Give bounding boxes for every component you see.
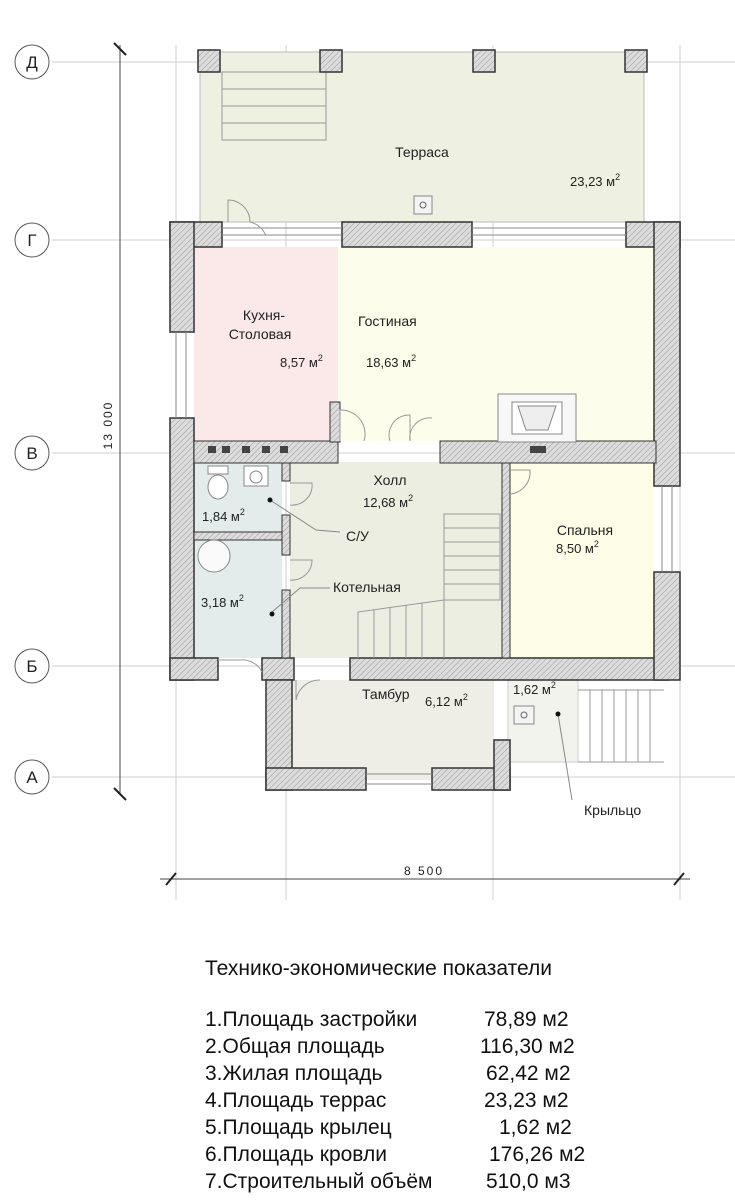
horizontal-dimension: 8 500 xyxy=(160,864,690,886)
boiler-callout: Котельная xyxy=(333,579,401,595)
vertical-dimension: 13 000 xyxy=(101,42,127,801)
kitchen-area: 8,57 м2 xyxy=(280,353,323,370)
bedroom-label: Спальня xyxy=(557,522,613,538)
vestibule-labels: Тамбур 6,12 м2 xyxy=(362,686,468,709)
indicator-value: 176,26 м2 xyxy=(489,1143,586,1166)
svg-text:Г: Г xyxy=(27,231,36,250)
bedroom-labels: Спальня 8,50 м2 xyxy=(556,522,613,556)
svg-text:8 500: 8 500 xyxy=(404,864,444,878)
ventilation-ducts xyxy=(208,446,546,453)
terrace-stairs xyxy=(221,71,327,141)
hall-area: 12,68 м2 xyxy=(363,493,413,510)
svg-text:Д: Д xyxy=(26,53,38,72)
indicator-value: 116,30 м2 xyxy=(480,1035,575,1058)
terrace-label: Терраса xyxy=(395,144,449,160)
indicator-value: 23,23 м2 xyxy=(484,1089,569,1112)
row-axis-markers: Д Г В Б А xyxy=(14,44,50,795)
indicator-value: 62,42 м2 xyxy=(486,1062,571,1085)
floor-plan: Д Г В Б А 1 2 3 xyxy=(14,42,735,900)
hall-stairs xyxy=(357,513,501,658)
kitchen-label-line2: Столовая xyxy=(229,326,292,342)
bedroom-floor xyxy=(510,462,654,658)
axis-marker-g: Г xyxy=(14,222,50,258)
terrace-labels: Терраса 23,23 м2 xyxy=(395,144,620,189)
svg-text:Б: Б xyxy=(26,657,37,676)
indicator-label: 4.Площадь террас xyxy=(205,1089,387,1112)
kitchen-labels: Кухня- Столовая 8,57 м2 xyxy=(229,307,323,370)
indicators-title: Технико-экономические показатели xyxy=(205,957,552,980)
porch-stairs xyxy=(578,689,664,763)
hall-labels: Холл 12,68 м2 xyxy=(363,472,413,510)
vestibule-label: Тамбур xyxy=(362,686,410,702)
indicator-value: 510,0 м3 xyxy=(486,1170,571,1193)
porch-callout: Крыльцо xyxy=(584,802,641,818)
walls xyxy=(169,221,681,791)
callout-dots xyxy=(267,497,561,717)
windows xyxy=(175,227,673,785)
kitchen-floor xyxy=(194,247,338,441)
indicator-value: 1,62 м2 xyxy=(499,1116,572,1139)
indicator-label: 6.Площадь кровли xyxy=(205,1143,387,1166)
svg-text:В: В xyxy=(26,444,37,463)
terrace-columns xyxy=(197,49,648,73)
indicator-value: 78,89 м2 xyxy=(484,1008,569,1031)
living-labels: Гостиная 18,63 м2 xyxy=(358,313,417,370)
axis-marker-b: Б xyxy=(14,648,50,684)
indicator-label: 7.Строительный объём xyxy=(205,1170,433,1193)
bath-area: 1,84 м2 xyxy=(202,507,245,524)
indicator-label: 2.Общая площадь xyxy=(205,1035,385,1058)
terrace-grill xyxy=(413,195,433,215)
indicator-label: 5.Площадь крылец xyxy=(205,1116,392,1139)
vestibule-floor xyxy=(290,680,494,780)
living-floor xyxy=(338,247,654,441)
porch-grill xyxy=(513,705,535,725)
callout-leaders xyxy=(269,499,573,801)
boiler-area: 3,18 м2 xyxy=(201,593,244,610)
indicator-label: 3.Жилая площадь xyxy=(205,1062,383,1085)
indicator-label: 1.Площадь застройки xyxy=(205,1008,418,1031)
hall-label: Холл xyxy=(374,472,407,488)
living-label: Гостиная xyxy=(358,313,417,329)
bath-callout: С/У xyxy=(346,528,369,544)
bedroom-area: 8,50 м2 xyxy=(556,539,599,556)
axis-marker-d: Д xyxy=(14,44,50,80)
porch-area: 1,62 м2 xyxy=(513,680,556,697)
svg-text:13 000: 13 000 xyxy=(101,401,115,450)
svg-text:А: А xyxy=(26,768,38,787)
kitchen-label-line1: Кухня- xyxy=(243,307,285,323)
axis-marker-a: А xyxy=(14,759,50,795)
hall-floor xyxy=(290,462,502,658)
plumbing-fixtures xyxy=(197,465,269,573)
terrace-floor xyxy=(199,51,645,223)
fireplace xyxy=(497,393,577,443)
axis-marker-v: В xyxy=(14,435,50,471)
terrace-area: 23,23 м2 xyxy=(570,172,620,189)
living-area: 18,63 м2 xyxy=(366,353,416,370)
vestibule-area: 6,12 м2 xyxy=(425,692,468,709)
doors xyxy=(218,199,531,701)
